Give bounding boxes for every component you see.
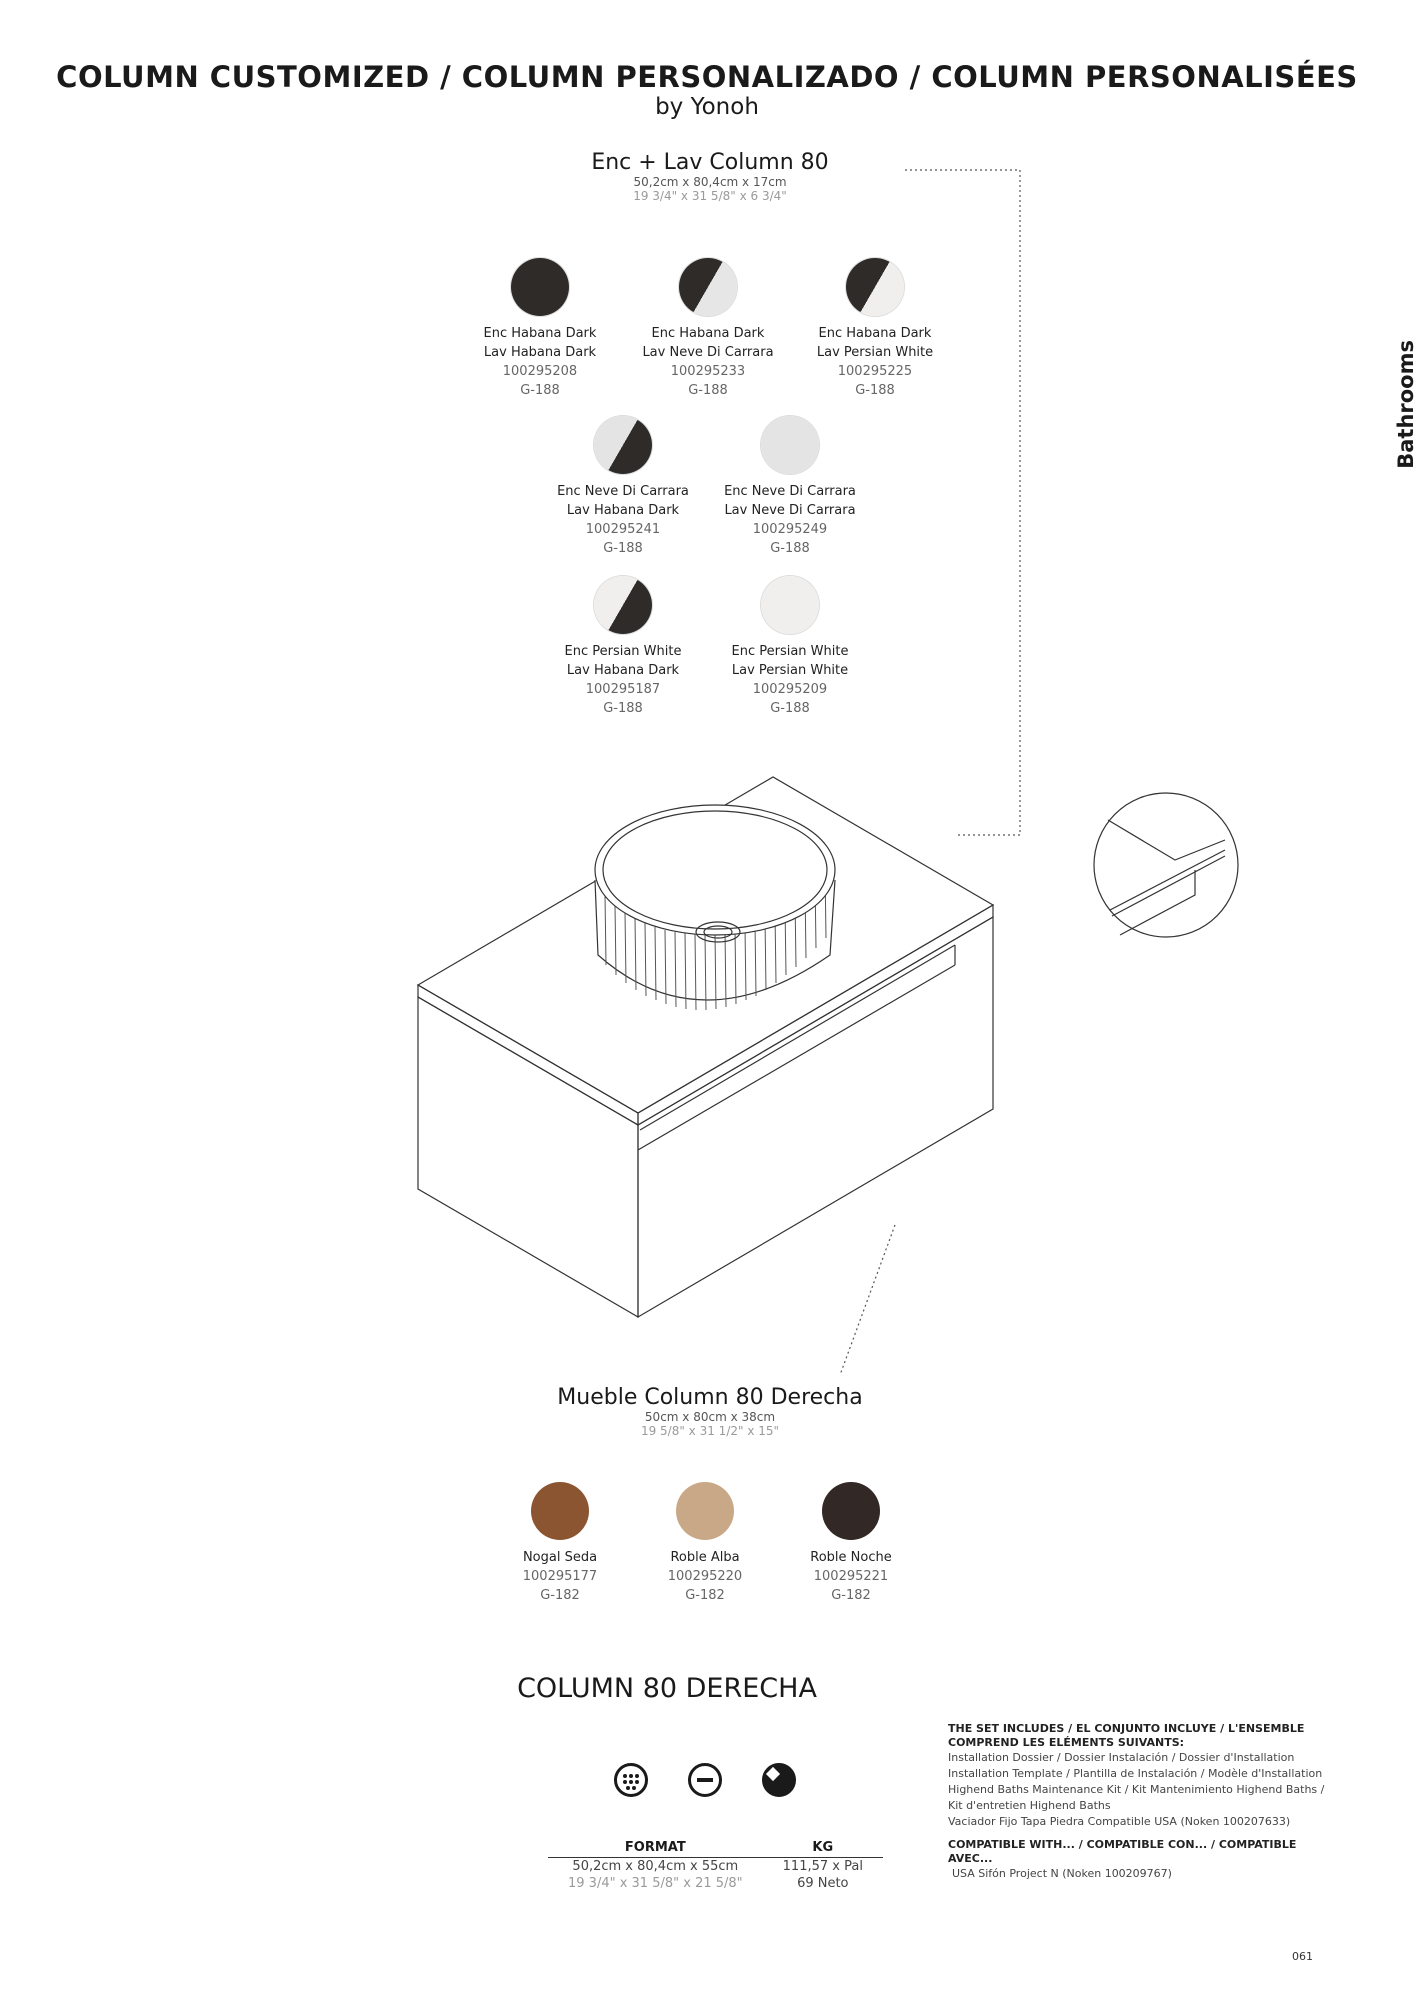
swatch-circle — [679, 258, 737, 316]
swatch-lav-label: Lav Neve Di Carrara — [642, 345, 774, 360]
swatch-name: Roble Alba — [670, 1550, 740, 1565]
swatch-enc-label: Enc Neve Di Carrara — [557, 484, 689, 499]
swatch-name: Roble Noche — [810, 1550, 892, 1565]
swatch-ref: 100295208 — [502, 364, 578, 379]
set-item: Installation Template / Plantilla de Ins… — [948, 1767, 1323, 1780]
set-includes-block: THE SET INCLUDES / EL CONJUNTO INCLUYE /… — [948, 1722, 1328, 1882]
swatch-enc-label: Enc Habana Dark — [651, 326, 765, 341]
swatch-circle — [761, 416, 819, 474]
kg-pallet: 111,57 x Pal — [782, 1859, 863, 1874]
countertop-stone-icon — [762, 1763, 796, 1797]
set-item: Vaciador Fijo Tapa Piedra Compatible USA… — [948, 1815, 1291, 1828]
cabinet-section-header: Mueble Column 80 Derecha 50cm x 80cm x 3… — [520, 1385, 900, 1438]
fluted-pattern-icon — [614, 1763, 648, 1797]
swatch-circle — [511, 258, 569, 316]
swatch-lav-label: Lav Habana Dark — [566, 503, 680, 518]
top-section-dims-cm: 50,2cm x 80,4cm x 17cm — [633, 175, 787, 189]
swatch-ref: 100295220 — [667, 1569, 743, 1584]
set-includes-heading-1: THE SET INCLUDES / EL CONJUNTO INCLUYE /… — [948, 1722, 1305, 1735]
set-includes-heading-2: COMPREND LES ELÉMENTS SUIVANTS: — [948, 1736, 1185, 1749]
format-cm: 50,2cm x 80,4cm x 55cm — [572, 1859, 739, 1874]
page-title: COLUMN CUSTOMIZED / COLUMN PERSONALIZADO… — [56, 60, 1358, 94]
swatch-enc-label: Enc Neve Di Carrara — [724, 484, 856, 499]
set-item: Highend Baths Maintenance Kit / Kit Mant… — [948, 1783, 1325, 1796]
swatch-lav-label: Lav Neve Di Carrara — [724, 503, 856, 518]
swatch-lav-label: Lav Habana Dark — [483, 345, 597, 360]
kg-net: 69 Neto — [797, 1876, 849, 1891]
swatch-circle — [761, 576, 819, 634]
wall-mount-icon — [688, 1763, 722, 1797]
swatch-code: G-188 — [603, 701, 643, 716]
swatch-circle — [846, 258, 904, 316]
swatch-code: G-188 — [603, 541, 643, 556]
format-header: FORMAT — [548, 1838, 763, 1858]
leader-line-top — [905, 169, 1021, 836]
cabinet-side — [637, 915, 994, 1319]
countertop-front-edge — [417, 983, 639, 1127]
cabinet-section-dims-in: 19 5/8" x 31 1/2" x 15" — [640, 1424, 780, 1438]
top-section-dims-in: 19 3/4" x 31 5/8" x 6 3/4" — [633, 189, 787, 203]
compatible-item: USA Sifón Project N (Noken 100209767) — [952, 1867, 1172, 1880]
swatch-lav-label: Lav Persian White — [816, 345, 934, 360]
kg-header: KG — [762, 1838, 883, 1858]
swatch-ref: 100295249 — [752, 522, 828, 537]
cabinet-section-dims-cm: 50cm x 80cm x 38cm — [644, 1410, 776, 1424]
swatch-circle — [594, 416, 652, 474]
leader-line-cabinet — [839, 1224, 896, 1376]
swatch-code: G-182 — [831, 1588, 871, 1603]
swatch-enc-label: Enc Habana Dark — [818, 326, 932, 341]
swatch-lav-label: Lav Habana Dark — [566, 663, 680, 678]
swatch-ref: 100295225 — [837, 364, 913, 379]
set-item: Installation Dossier / Dossier Instalaci… — [948, 1751, 1295, 1764]
swatch-circle — [531, 1482, 589, 1540]
swatch-code: G-188 — [520, 383, 560, 398]
swatch-ref: 100295221 — [813, 1569, 889, 1584]
swatch-code: G-188 — [770, 701, 810, 716]
swatch-enc-label: Enc Persian White — [731, 644, 849, 659]
swatch-ref: 100295177 — [522, 1569, 598, 1584]
compatible-heading: COMPATIBLE WITH... / COMPATIBLE CON... /… — [948, 1838, 1297, 1865]
fluted-basin — [594, 804, 836, 1011]
format-in: 19 3/4" x 31 5/8" x 21 5/8" — [568, 1876, 743, 1891]
swatch-code: G-182 — [685, 1588, 725, 1603]
top-section-title: Enc + Lav Column 80 — [591, 150, 829, 175]
cabinet-front — [417, 995, 639, 1319]
swatch-ref: 100295209 — [752, 682, 828, 697]
detail-circle — [1093, 792, 1239, 938]
set-item: Kit d'entretien Highend Baths — [948, 1799, 1111, 1812]
swatch-ref: 100295241 — [585, 522, 661, 537]
product-name: COLUMN 80 DERECHA — [517, 1673, 817, 1704]
swatch-enc-label: Enc Habana Dark — [483, 326, 597, 341]
swatch-code: G-182 — [540, 1588, 580, 1603]
swatch-circle — [594, 576, 652, 634]
swatch-lav-label: Lav Persian White — [731, 663, 849, 678]
cabinet-section-title: Mueble Column 80 Derecha — [557, 1385, 863, 1410]
drawer-line — [637, 964, 956, 1151]
swatch-name: Nogal Seda — [522, 1550, 598, 1565]
format-table: FORMAT KG 50,2cm x 80,4cm x 55cm 111,57 … — [548, 1838, 883, 1892]
swatch-ref: 100295233 — [670, 364, 746, 379]
page-subtitle: by Yonoh — [655, 94, 759, 120]
swatch-code: G-188 — [688, 383, 728, 398]
top-section-header: Enc + Lav Column 80 50,2cm x 80,4cm x 17… — [560, 150, 860, 203]
swatch-code: G-188 — [855, 383, 895, 398]
swatch-enc-label: Enc Persian White — [564, 644, 682, 659]
page-number: 061 — [1292, 1950, 1313, 1963]
swatch-code: G-188 — [770, 541, 810, 556]
swatch-ref: 100295187 — [585, 682, 661, 697]
swatch-circle — [822, 1482, 880, 1540]
swatch-circle — [676, 1482, 734, 1540]
